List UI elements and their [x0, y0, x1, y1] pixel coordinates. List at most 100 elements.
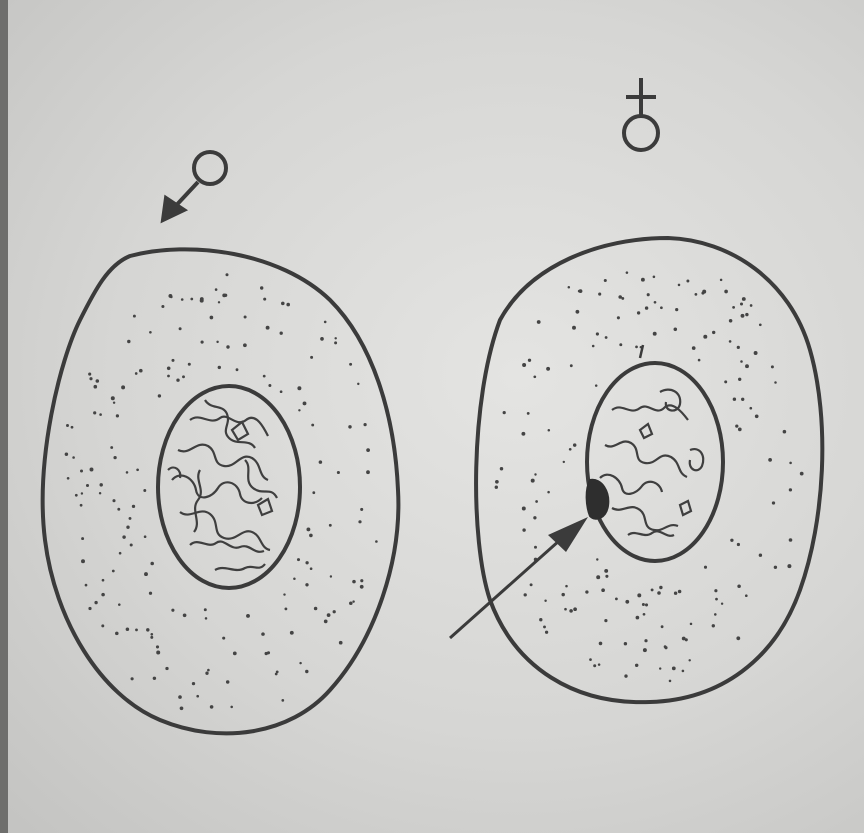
- cytoplasm-dot: [724, 290, 728, 294]
- cytoplasm-dot: [637, 311, 640, 314]
- cytoplasm-dot: [741, 314, 745, 318]
- cytoplasm-dot: [637, 593, 641, 597]
- cytoplasm-dot: [112, 570, 115, 573]
- cytoplasm-dot: [615, 598, 618, 601]
- cytoplasm-dot: [678, 590, 682, 594]
- cytoplasm-dot: [290, 631, 294, 635]
- cytoplasm-dot: [682, 637, 686, 641]
- female-cell-membrane: [476, 238, 822, 702]
- cytoplasm-dot: [774, 566, 777, 569]
- cytoplasm-dot: [360, 508, 363, 511]
- cytoplasm-dot: [348, 425, 351, 428]
- male-chromatin: [168, 400, 277, 570]
- cytoplasm-dot: [113, 401, 115, 403]
- cytoplasm-dot: [733, 397, 736, 400]
- cytoplasm-dot: [293, 578, 296, 581]
- cytoplasm-dot: [150, 562, 154, 566]
- cytoplasm-dot: [745, 364, 749, 368]
- cytoplasm-dot: [192, 682, 195, 685]
- cytoplasm-dot: [121, 385, 125, 389]
- cytoplasm-dot: [324, 620, 328, 624]
- cytoplasm-dot: [547, 491, 550, 494]
- cytoplasm-dot: [660, 306, 663, 309]
- cytoplasm-dot: [349, 363, 352, 366]
- cytoplasm-dot: [178, 695, 182, 699]
- cytoplasm-dot: [150, 633, 153, 636]
- cytoplasm-dot: [299, 662, 301, 664]
- cytoplasm-dot: [179, 327, 182, 330]
- cytoplasm-dot: [319, 460, 323, 464]
- cytoplasm-dot: [93, 411, 96, 414]
- cytoplasm-dot: [360, 579, 363, 582]
- cytoplasm-dot: [533, 516, 536, 519]
- cytoplasm-dot: [188, 363, 191, 366]
- cytoplasm-dot: [207, 669, 210, 672]
- cytoplasm-dot: [774, 381, 777, 384]
- cytoplasm-dot: [570, 364, 573, 367]
- cytoplasm-dot: [568, 286, 571, 289]
- cytoplasm-dot: [334, 337, 336, 339]
- cytoplasm-dot: [596, 332, 599, 335]
- cytoplasm-dot: [171, 359, 174, 362]
- cytoplasm-dot: [263, 375, 266, 378]
- cytoplasm-dot: [712, 331, 715, 334]
- cytoplasm-dot: [545, 631, 548, 634]
- cytoplasm-dot: [738, 378, 741, 381]
- cytoplasm-dot: [101, 624, 104, 627]
- cytoplasm-dot: [729, 340, 732, 343]
- cytoplasm-dot: [218, 366, 221, 369]
- cytoplasm-dot: [564, 608, 567, 611]
- cytoplasm-dot: [112, 499, 115, 502]
- cytoplasm-dot: [659, 586, 662, 589]
- cytoplasm-dot: [153, 677, 156, 680]
- cytoplasm-dot: [605, 336, 608, 339]
- cytoplasm-dot: [80, 504, 83, 507]
- cytoplasm-dot: [283, 593, 285, 595]
- cytoplasm-dot: [605, 575, 608, 578]
- cytoplasm-dot: [714, 613, 717, 616]
- cytoplasm-dot: [167, 367, 171, 371]
- cytoplasm-dot: [135, 372, 138, 375]
- cytoplasm-dot: [585, 590, 588, 593]
- cytoplasm-dot: [268, 384, 271, 387]
- cytoplasm-dot: [111, 396, 115, 400]
- cytoplasm-dot: [205, 672, 208, 675]
- cytoplasm-dot: [280, 390, 283, 393]
- cytoplasm-dot: [143, 489, 146, 492]
- cytoplasm-dot: [745, 313, 748, 316]
- cytoplasm-dot: [226, 345, 229, 348]
- cytoplasm-dot: [156, 651, 160, 655]
- male-cell-membrane: [43, 249, 399, 733]
- cytoplasm-dot: [593, 664, 596, 667]
- cytoplasm-dot: [126, 628, 129, 632]
- cytoplasm-dot: [618, 295, 622, 299]
- cytoplasm-dot: [534, 546, 537, 549]
- cytoplasm-dot: [675, 308, 678, 311]
- cytoplasm-dot: [218, 301, 220, 303]
- cytoplasm-dot: [309, 534, 313, 538]
- cytoplasm-dot: [533, 375, 536, 378]
- cytoplasm-dot: [360, 585, 364, 589]
- cytoplasm-dot: [329, 524, 332, 527]
- cytoplasm-dot: [730, 539, 733, 542]
- cytoplasm-dot: [89, 377, 92, 380]
- cytoplasm-dot: [86, 484, 89, 487]
- cytoplasm-dot: [126, 526, 129, 529]
- cytoplasm-dot: [349, 602, 353, 606]
- cytoplasm-dot: [265, 652, 268, 655]
- cytoplasm-dot: [692, 346, 696, 350]
- cytoplasm-dot: [678, 284, 681, 287]
- cytoplasm-dot: [126, 471, 129, 474]
- cytoplasm-dot: [698, 359, 701, 362]
- cytoplasm-dot: [122, 535, 125, 538]
- cytoplasm-dot: [80, 470, 83, 473]
- cytoplasm-dot: [230, 706, 233, 709]
- cytoplasm-dot: [531, 479, 535, 483]
- cytoplasm-dot: [737, 584, 741, 588]
- cytoplasm-dot: [65, 452, 68, 455]
- cytoplasm-dot: [563, 461, 565, 463]
- cytoplasm-dot: [537, 320, 541, 324]
- cytoplasm-dot: [740, 302, 743, 305]
- cytoplasm-dot: [732, 306, 735, 309]
- cytoplasm-dot: [113, 456, 116, 459]
